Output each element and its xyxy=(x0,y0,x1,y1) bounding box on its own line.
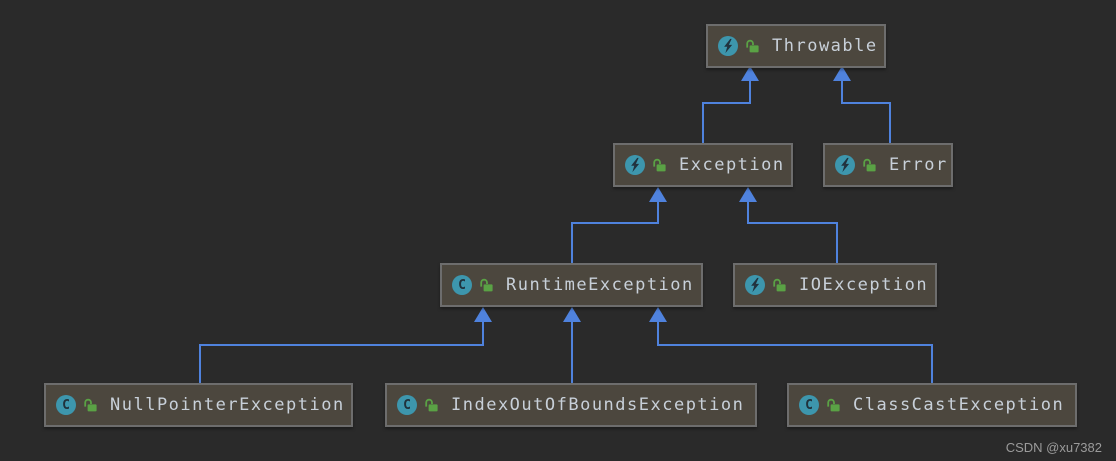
public-lock-icon xyxy=(744,38,760,54)
class-name-label: RuntimeException xyxy=(506,275,694,295)
exception-class-icon xyxy=(745,275,765,295)
arrowhead-icon xyxy=(563,307,581,322)
class-name-label: Throwable xyxy=(772,36,878,56)
exception-class-icon xyxy=(625,155,645,175)
public-lock-icon xyxy=(651,157,667,173)
class-icon: C xyxy=(799,395,819,415)
edge-error-to-throwable xyxy=(841,81,891,143)
public-lock-icon xyxy=(423,397,439,413)
class-node-exception[interactable]: Exception xyxy=(613,143,793,187)
class-node-throwable[interactable]: Throwable xyxy=(706,24,886,68)
csdn-watermark: CSDN @xu7382 xyxy=(1005,440,1102,455)
class-node-runtimeexception[interactable]: C RuntimeException xyxy=(440,263,703,307)
class-name-label: ClassCastException xyxy=(853,395,1065,415)
public-lock-icon xyxy=(825,397,841,413)
edge-runtimeexception-to-exception xyxy=(571,202,659,263)
class-node-ioexception[interactable]: IOException xyxy=(733,263,937,307)
class-name-label: IndexOutOfBoundsException xyxy=(451,395,745,415)
class-name-label: IOException xyxy=(799,275,929,295)
class-icon: C xyxy=(56,395,76,415)
edge-cce-to-runtimeexception xyxy=(657,322,933,383)
arrowhead-icon xyxy=(833,66,851,81)
class-name-label: Error xyxy=(889,155,948,175)
class-node-indexoutofboundsexception[interactable]: C IndexOutOfBoundsException xyxy=(385,383,757,427)
exception-class-icon xyxy=(835,155,855,175)
class-node-error[interactable]: Error xyxy=(823,143,953,187)
class-node-classcastexception[interactable]: C ClassCastException xyxy=(787,383,1077,427)
arrowhead-icon xyxy=(739,187,757,202)
class-name-label: Exception xyxy=(679,155,785,175)
arrowhead-icon xyxy=(649,307,667,322)
public-lock-icon xyxy=(771,277,787,293)
class-icon: C xyxy=(397,395,417,415)
class-icon: C xyxy=(452,275,472,295)
class-node-nullpointerexception[interactable]: C NullPointerException xyxy=(44,383,353,427)
edge-exception-to-throwable xyxy=(702,81,751,143)
arrowhead-icon xyxy=(474,307,492,322)
class-name-label: NullPointerException xyxy=(110,395,345,415)
edge-npe-to-runtimeexception xyxy=(199,322,484,383)
public-lock-icon xyxy=(82,397,98,413)
edge-ioexception-to-exception xyxy=(747,202,838,263)
arrowhead-icon xyxy=(649,187,667,202)
public-lock-icon xyxy=(478,277,494,293)
public-lock-icon xyxy=(861,157,877,173)
arrowhead-icon xyxy=(741,66,759,81)
exception-class-icon xyxy=(718,36,738,56)
